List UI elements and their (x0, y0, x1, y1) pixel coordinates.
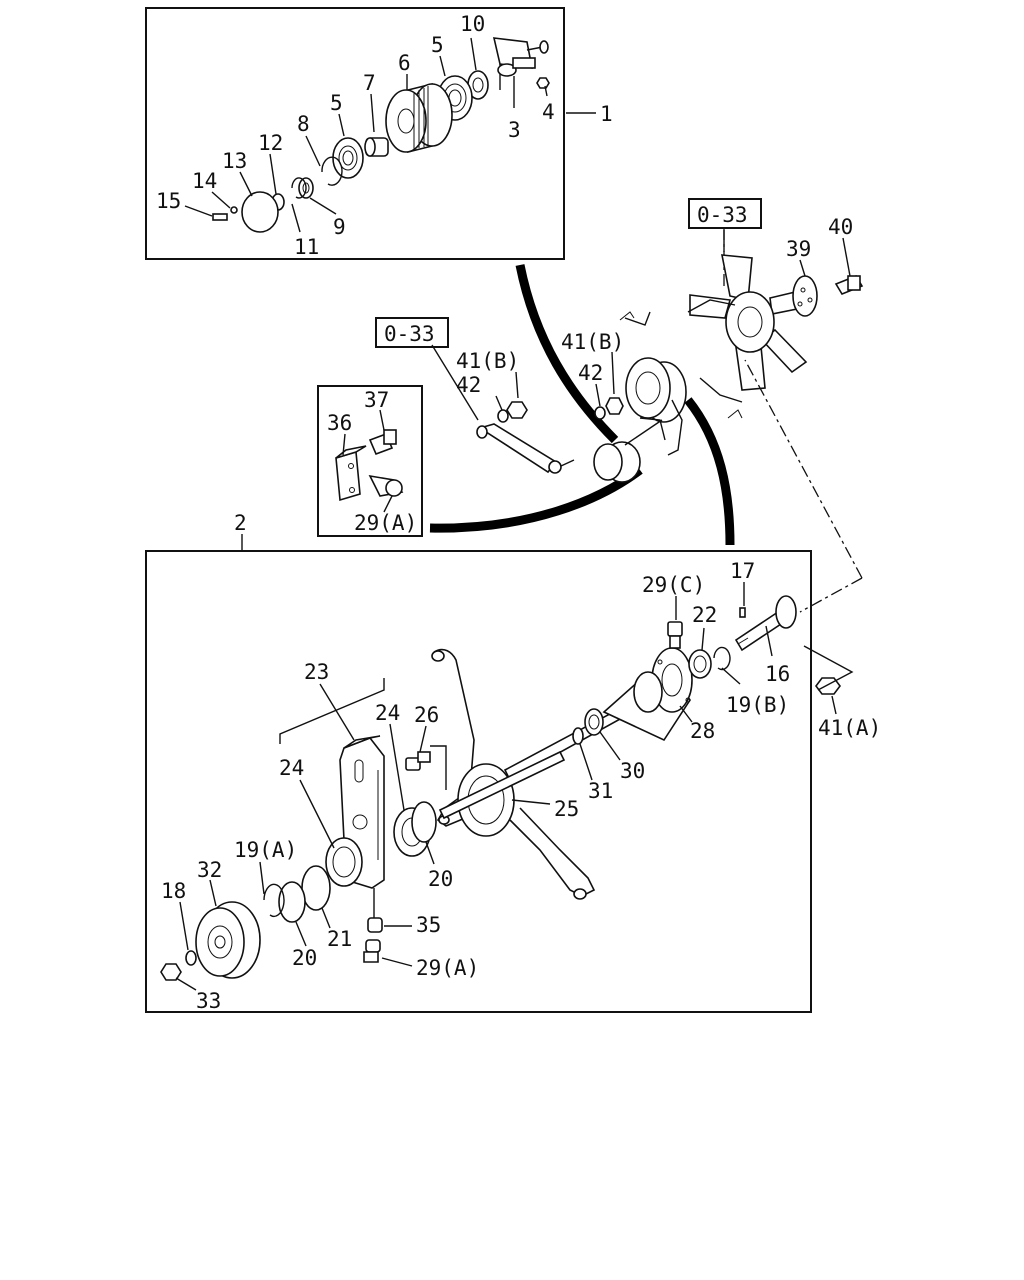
callout-19b: 19(B) (726, 693, 789, 717)
callout-22: 22 (692, 603, 717, 627)
callout-42-right: 42 (578, 361, 603, 385)
upper-detail-box (145, 7, 565, 260)
callout-18: 18 (161, 879, 186, 903)
callout-5-upper: 5 (431, 33, 444, 57)
callout-30: 30 (620, 759, 645, 783)
idler-assembly-drawing (212, 37, 550, 233)
engine-fan-drawing (431, 228, 864, 483)
callout-28: 28 (690, 719, 715, 743)
callout-23: 23 (304, 660, 329, 684)
bracket-detail-box (317, 385, 423, 537)
callout-7: 7 (363, 71, 376, 95)
callout-14: 14 (192, 169, 217, 193)
callout-17: 17 (730, 559, 755, 583)
bracket-drawing (335, 429, 404, 502)
callout-9: 9 (333, 215, 346, 239)
callout-13: 13 (222, 149, 247, 173)
lower-detail-box (145, 550, 812, 1013)
tensioner-assembly-drawing (160, 359, 863, 981)
leader-lines (175, 37, 854, 991)
ref-box-left (375, 317, 449, 348)
callout-25: 25 (554, 797, 579, 821)
callout-41a: 41(A) (818, 716, 881, 740)
callout-16: 16 (765, 662, 790, 686)
callout-21: 21 (327, 927, 352, 951)
callout-1: 1 (600, 102, 613, 126)
callout-40: 40 (828, 215, 853, 239)
callout-41b-right: 41(B) (561, 330, 624, 354)
callout-29c: 29(C) (642, 573, 705, 597)
callout-20-right: 20 (428, 867, 453, 891)
ref-box-right (688, 198, 762, 229)
callout-8: 8 (297, 112, 310, 136)
callout-24-right: 24 (375, 701, 400, 725)
callout-32: 32 (197, 858, 222, 882)
ref-label-left: 0-33 (384, 322, 435, 346)
callout-39: 39 (786, 237, 811, 261)
callout-29a-bracket: 29(A) (354, 511, 417, 535)
callout-41b-left: 41(B) (456, 349, 519, 373)
callout-20-left: 20 (292, 946, 317, 970)
ref-label-right: 0-33 (697, 203, 748, 227)
callout-15: 15 (156, 189, 181, 213)
callout-12: 12 (258, 131, 283, 155)
callout-5-lower: 5 (330, 91, 343, 115)
callout-36: 36 (327, 411, 352, 435)
callout-3: 3 (508, 118, 521, 142)
callout-2: 2 (234, 511, 247, 535)
callout-4: 4 (542, 100, 555, 124)
callout-31: 31 (588, 779, 613, 803)
callout-33: 33 (196, 989, 221, 1013)
callout-6: 6 (398, 51, 411, 75)
callout-10: 10 (460, 12, 485, 36)
callout-29a-lower: 29(A) (416, 956, 479, 980)
callout-35: 35 (416, 913, 441, 937)
callout-26: 26 (414, 703, 439, 727)
connector-arc-upper (515, 264, 619, 444)
callout-24-left: 24 (279, 756, 304, 780)
callout-19a: 19(A) (234, 838, 297, 862)
connector-arc-right (684, 397, 735, 546)
callout-labels: 1 3 4 5 5 6 7 8 9 10 11 12 13 14 15 39 4… (156, 12, 881, 1013)
callout-42-left: 42 (456, 373, 481, 397)
callout-11: 11 (294, 235, 319, 259)
callout-37: 37 (364, 388, 389, 412)
